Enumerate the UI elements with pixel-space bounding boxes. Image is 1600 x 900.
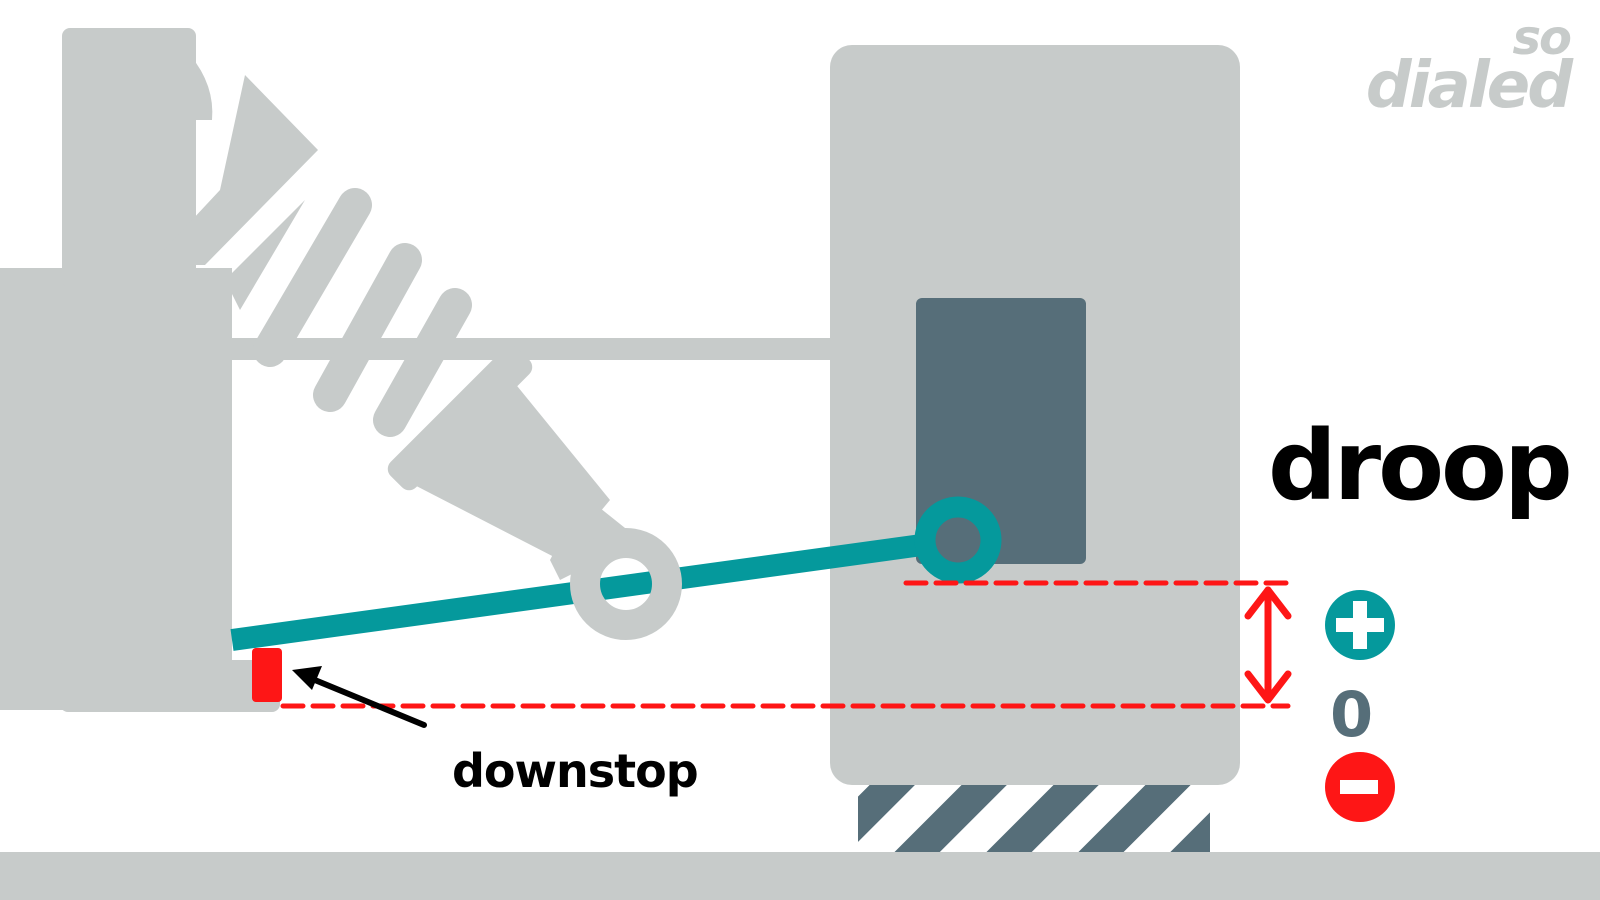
- downstop-block[interactable]: [252, 648, 282, 702]
- upper-link-rod: [225, 338, 835, 360]
- droop-range-arrow: [1244, 586, 1292, 704]
- chassis-curve: [190, 55, 213, 120]
- brand-logo: so dialed: [1365, 10, 1573, 123]
- shock-mount-ring: [570, 528, 682, 640]
- chassis-upper: [62, 28, 196, 288]
- logo-line-2: dialed: [1365, 48, 1573, 123]
- ground: [0, 852, 1600, 900]
- downstop-label: downstop: [452, 744, 699, 798]
- downstop-pointer-arrow: [292, 666, 427, 728]
- tire-contact-hatch: [858, 784, 1210, 852]
- minus-indicator-icon: [1325, 752, 1395, 822]
- chassis-base: [60, 660, 280, 712]
- droop-title: droop: [1268, 410, 1573, 522]
- logo-line-1: so: [1512, 10, 1572, 66]
- chassis-lower: [0, 268, 232, 710]
- shock-spring: [253, 188, 472, 437]
- zero-indicator: 0: [1330, 678, 1373, 751]
- shock-absorber: [150, 75, 610, 560]
- plus-indicator-icon: [1325, 590, 1395, 660]
- outer-pivot[interactable]: [914, 496, 1002, 584]
